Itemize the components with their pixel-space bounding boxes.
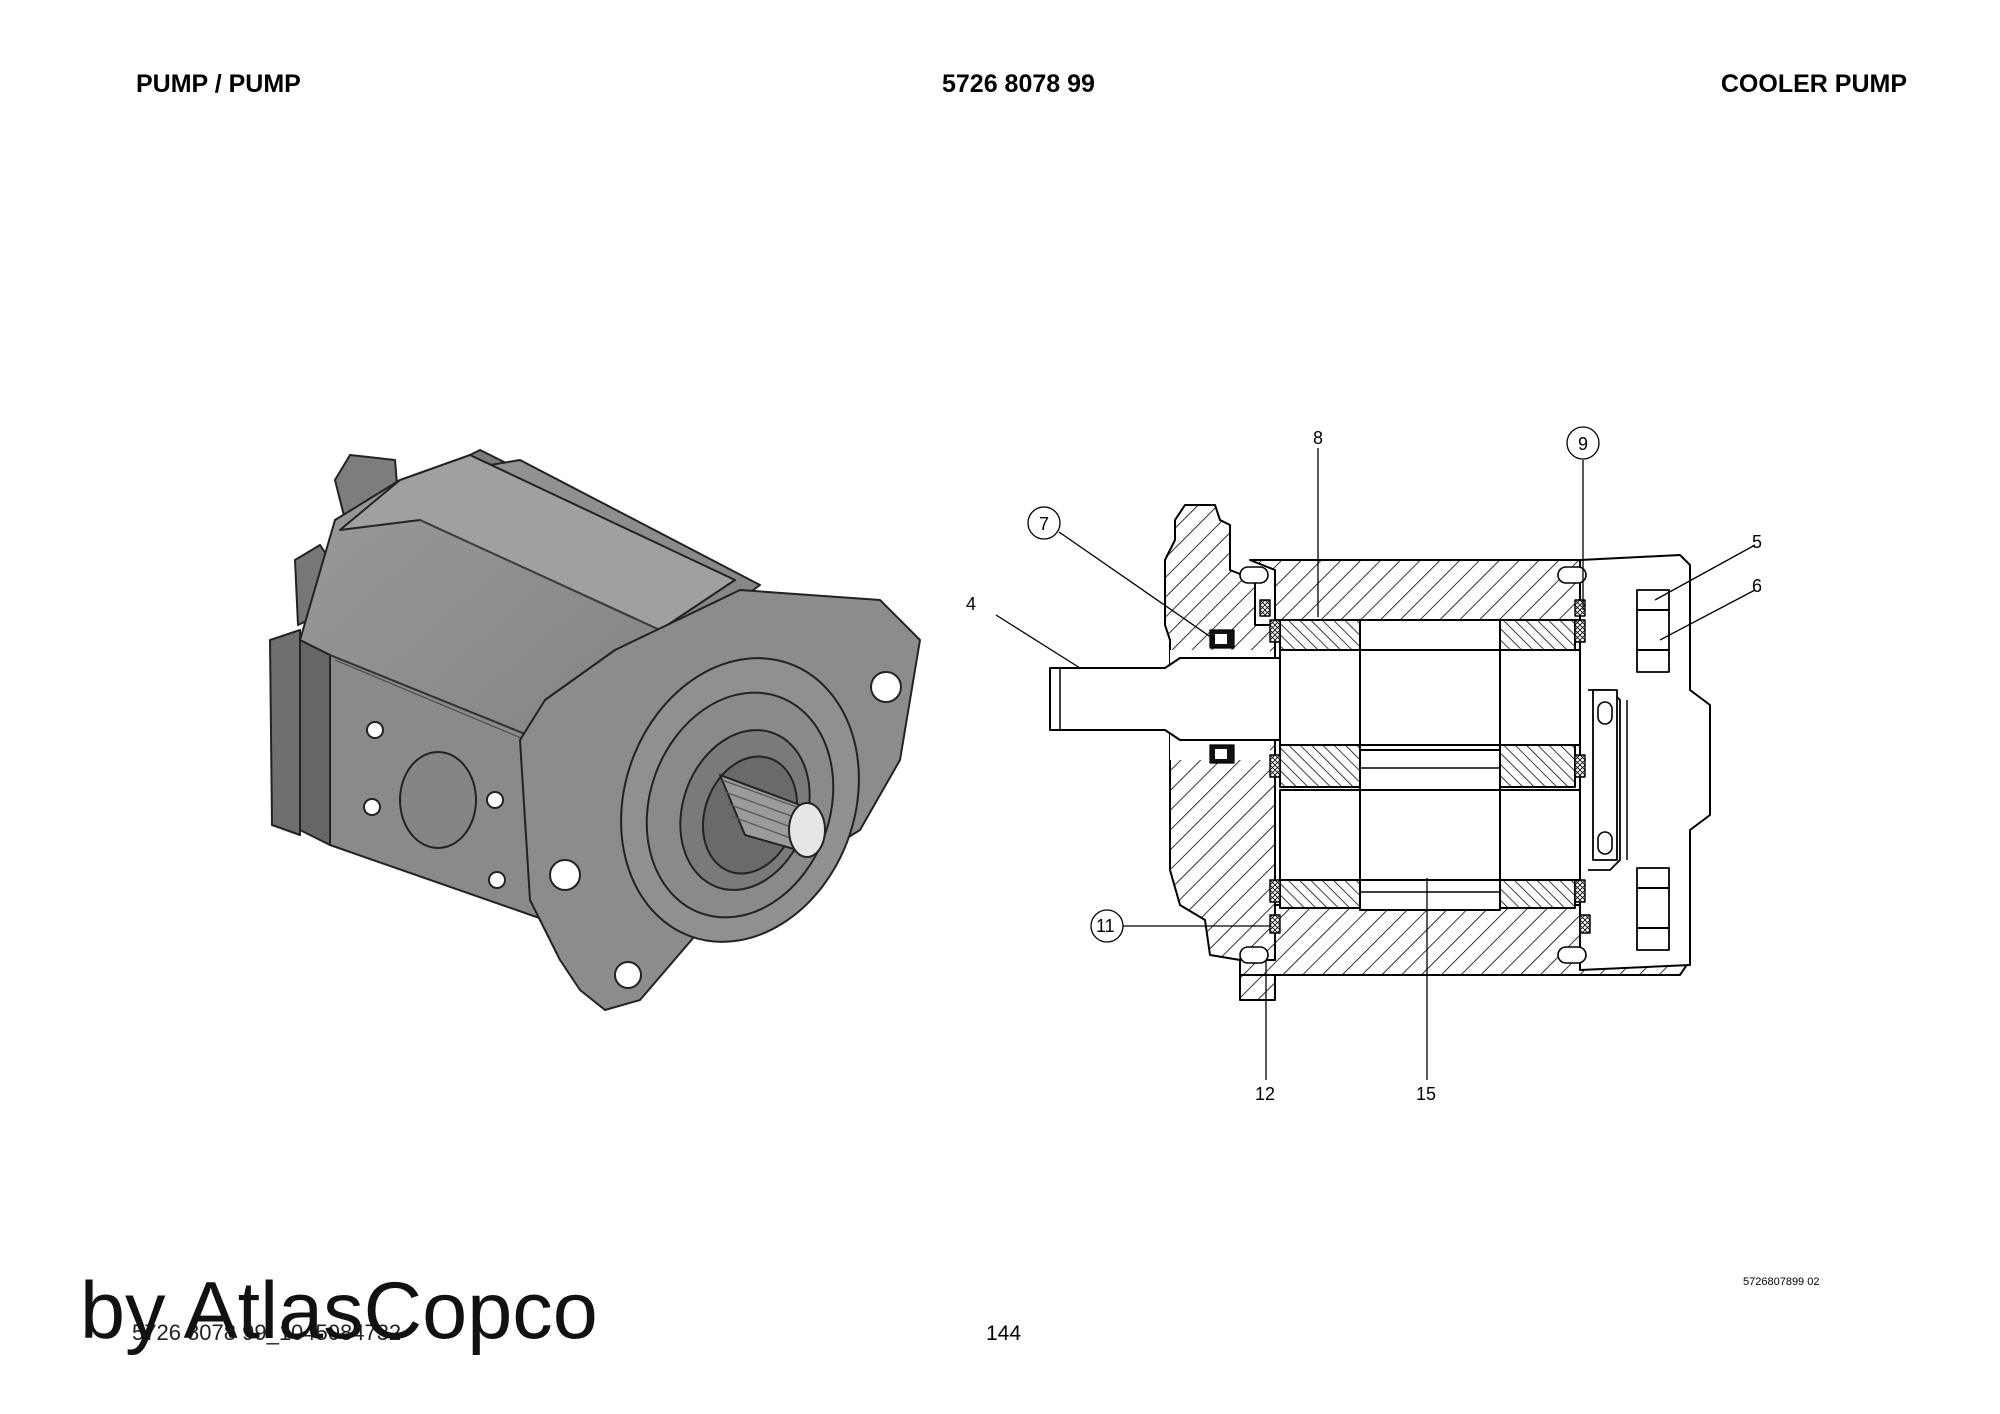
pump-cross-section — [1049, 504, 1711, 1001]
header-part-number: 5726 8078 99 — [942, 70, 1095, 98]
header-right-title: COOLER PUMP — [1720, 70, 1907, 98]
callout-9: 9 — [1578, 434, 1588, 454]
watermark: by AtlasCopco — [80, 1266, 598, 1356]
callout-labels: 4 5 6 7 8 9 11 12 15 — [966, 428, 1762, 1104]
pump-3d-illustration — [269, 449, 921, 1011]
callout-4: 4 — [966, 594, 976, 614]
callout-11: 11 — [1096, 916, 1115, 936]
drive-shaft — [1049, 657, 1281, 741]
callout-12: 12 — [1255, 1084, 1275, 1104]
callout-8: 8 — [1313, 428, 1323, 448]
header-left-title: PUMP / PUMP — [136, 70, 301, 98]
callout-15: 15 — [1416, 1084, 1436, 1104]
page-number: 144 — [986, 1322, 1022, 1345]
callout-6: 6 — [1752, 576, 1762, 596]
drawing-code: 5726807899 02 — [1743, 1276, 1820, 1288]
callout-5: 5 — [1752, 532, 1762, 552]
callout-leaders — [995, 426, 1756, 1080]
file-reference: 5726 8078 99_1045084732 — [132, 1320, 402, 1345]
callout-7: 7 — [1039, 514, 1049, 534]
